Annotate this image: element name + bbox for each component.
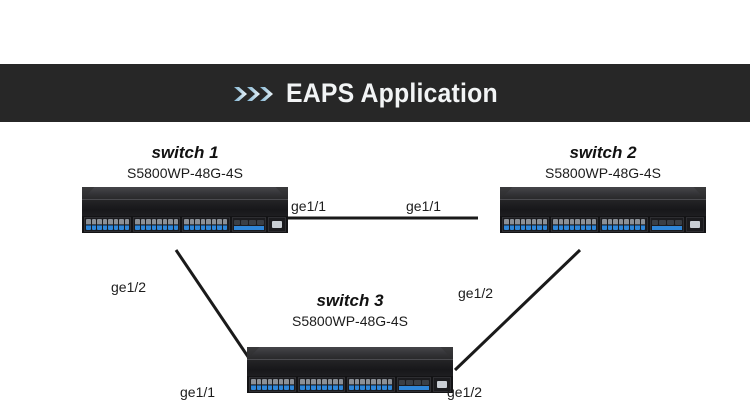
node-switch1-model: S5800WP-48G-4S [127, 164, 243, 181]
link-switch1-switch3 [174, 249, 259, 371]
edge-label-s1-ge1-1: ge1/1 [291, 198, 327, 214]
edge-label-s2-ge1-1: ge1/1 [406, 198, 442, 214]
node-switch2-model: S5800WP-48G-4S [545, 164, 661, 181]
network-switch-icon [247, 347, 453, 394]
node-switch1[interactable]: switch 1 S5800WP-48G-4S [60, 143, 310, 234]
node-switch1-title: switch 1 [151, 143, 219, 162]
network-switch-icon [500, 187, 706, 234]
page-title: EAPS Application [286, 77, 499, 108]
connection-lines-layer [174, 216, 582, 372]
edge-label-s3-ge1-1: ge1/1 [180, 384, 216, 400]
node-switch3[interactable]: switch 3 S5800WP-48G-4S [225, 291, 475, 394]
link-switch2-switch3 [453, 248, 582, 372]
node-switch3-title: switch 3 [316, 291, 384, 310]
header-banner: EAPS Application [0, 64, 750, 122]
node-switch2-title: switch 2 [569, 143, 637, 162]
node-switch2[interactable]: switch 2 S5800WP-48G-4S [478, 143, 728, 234]
node-switch3-model: S5800WP-48G-4S [292, 312, 408, 329]
network-switch-icon [82, 187, 288, 234]
triple-chevron-right-icon [233, 84, 279, 104]
edge-label-s2-ge1-2: ge1/2 [458, 285, 494, 301]
edge-label-s1-ge1-2: ge1/2 [111, 279, 147, 295]
network-topology-diagram: switch 1 S5800WP-48G-4S [0, 122, 750, 400]
edge-label-s3-ge1-2: ge1/2 [447, 384, 483, 400]
